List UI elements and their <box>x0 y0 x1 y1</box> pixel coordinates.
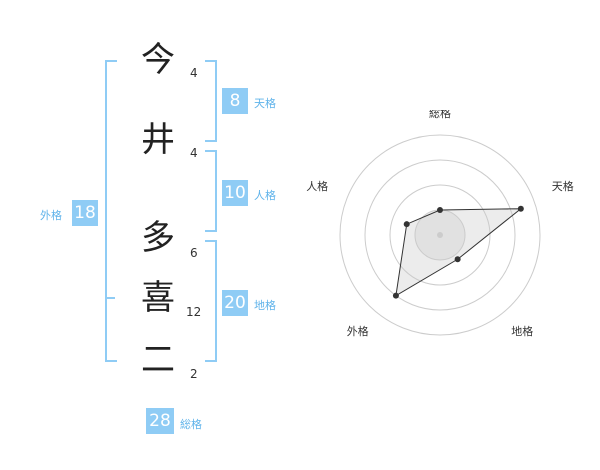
radar-point-3 <box>454 256 461 263</box>
tenkaku-label: 天格 <box>254 97 276 110</box>
radar-axis-label-5: 人格 <box>306 179 328 193</box>
tenkaku-value: 8 <box>222 88 248 114</box>
radar-axis-label-3: 地格 <box>511 324 533 338</box>
radar-ring-2 <box>389 184 491 286</box>
stroke-count-3: 6 <box>190 246 198 260</box>
radar-point-1 <box>437 207 443 213</box>
radar-axis-label-2: 天格 <box>552 179 574 193</box>
radar-axis-label-1: 総格 <box>429 110 451 120</box>
tenkaku-bracket <box>205 60 217 142</box>
name-char-3: 多 <box>141 218 175 258</box>
gaikaku-label: 外格 <box>40 209 62 222</box>
chikaku-label: 地格 <box>254 299 276 312</box>
jinkaku-label: 人格 <box>254 189 276 202</box>
outer-bracket-tick <box>105 297 115 299</box>
stroke-count-2: 4 <box>190 146 198 160</box>
name-char-4: 喜 <box>141 278 175 318</box>
chikaku-bracket <box>205 240 217 362</box>
name-char-2: 井 <box>141 120 175 160</box>
jinkaku-value: 10 <box>222 180 248 206</box>
gaikaku-value: 18 <box>72 200 98 226</box>
name-char-5: 二 <box>141 340 175 380</box>
outer-bracket <box>105 60 117 362</box>
stroke-count-1: 4 <box>190 66 198 80</box>
radar-center-dot <box>437 232 443 238</box>
radar-point-5 <box>403 221 410 228</box>
soukaku-value: 28 <box>146 408 174 434</box>
jinkaku-bracket <box>205 150 217 232</box>
stroke-count-5: 2 <box>190 367 198 381</box>
radar-ring-3 <box>364 159 516 311</box>
radar-point-2 <box>517 205 524 212</box>
radar-polygon <box>395 208 523 297</box>
chikaku-value: 20 <box>222 290 248 316</box>
soukaku-label: 総格 <box>180 418 202 431</box>
name-char-1: 今 <box>141 40 175 80</box>
radar-ring-4 <box>339 134 541 336</box>
radar-point-4 <box>392 292 399 299</box>
stroke-count-4: 12 <box>186 305 202 319</box>
radar-axis-label-4: 外格 <box>347 324 369 338</box>
